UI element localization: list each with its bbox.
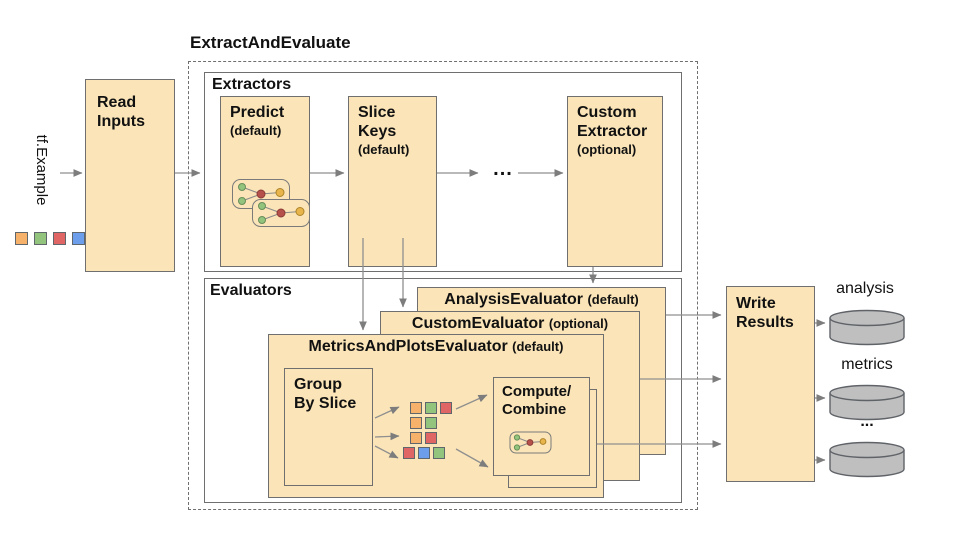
- metrics-database-icon: [829, 384, 905, 421]
- slice-keys-extractor-box: Slice Keys (default): [348, 96, 437, 267]
- extractor-ellipsis: ...: [493, 158, 513, 180]
- predict-qualifier: (default): [230, 123, 282, 139]
- custom-extractor-title: Custom Extractor: [577, 104, 648, 141]
- extractors-container: [204, 72, 682, 272]
- compute-combine-box: Compute/ Combine: [493, 377, 590, 476]
- predict-title: Predict: [230, 104, 285, 121]
- evaluators-label: Evaluators: [210, 282, 292, 299]
- slice-keys-qualifier: (default): [358, 142, 410, 158]
- analysis-output-label: analysis: [836, 280, 894, 297]
- custom-evaluator-name: CustomEvaluator: [411, 315, 545, 332]
- orange-slice-square: [15, 232, 28, 245]
- red-slice-square: [403, 447, 415, 459]
- red-slice-square: [425, 432, 437, 444]
- extractors-label: Extractors: [212, 76, 292, 93]
- blue-slice-square: [72, 232, 85, 245]
- metrics-output-label: metrics: [841, 356, 893, 373]
- orange-slice-square: [410, 432, 422, 444]
- predict-model-icon: [232, 179, 310, 227]
- read-inputs-title: Read Inputs: [97, 94, 145, 131]
- slice-keys-title: Slice Keys: [358, 104, 397, 141]
- blue-slice-square: [418, 447, 430, 459]
- input-example-squares: [15, 232, 85, 248]
- page-title: ExtractAndEvaluate: [190, 33, 351, 52]
- green-slice-square: [34, 232, 47, 245]
- write-results-title: Write Results: [736, 295, 794, 332]
- red-slice-square: [440, 402, 452, 414]
- compute-combine-title: Compute/ Combine: [502, 383, 572, 418]
- red-slice-square: [53, 232, 66, 245]
- write-results-box: Write Results: [726, 286, 815, 482]
- metrics-evaluator-name: MetricsAndPlotsEvaluator: [308, 338, 508, 355]
- group-by-slice-title: Group By Slice: [294, 376, 357, 413]
- evaluators-container: [204, 278, 682, 503]
- custom-extractor-qualifier: (optional): [577, 142, 637, 158]
- green-slice-square: [425, 402, 437, 414]
- green-slice-square: [425, 417, 437, 429]
- analysis-evaluator-qualifier: (default): [587, 292, 639, 307]
- green-slice-square: [433, 447, 445, 459]
- metrics-evaluator-qualifier: (default): [512, 339, 564, 354]
- orange-slice-square: [410, 402, 422, 414]
- orange-slice-square: [410, 417, 422, 429]
- read-inputs-box: Read Inputs: [85, 79, 175, 272]
- slice-squares-cluster: [403, 402, 452, 462]
- extract-and-evaluate-container: [188, 61, 698, 510]
- tf-example-label: tf.Example: [33, 134, 50, 206]
- compute-model-icon: [509, 431, 552, 454]
- group-by-slice-box: Group By Slice: [284, 368, 373, 486]
- custom-extractor-box: Custom Extractor (optional): [567, 96, 663, 267]
- analysis-database-icon: [829, 309, 905, 346]
- more-database-icon: [829, 441, 905, 478]
- custom-evaluator-qualifier: (optional): [548, 316, 609, 331]
- analysis-evaluator-name: AnalysisEvaluator: [444, 291, 583, 308]
